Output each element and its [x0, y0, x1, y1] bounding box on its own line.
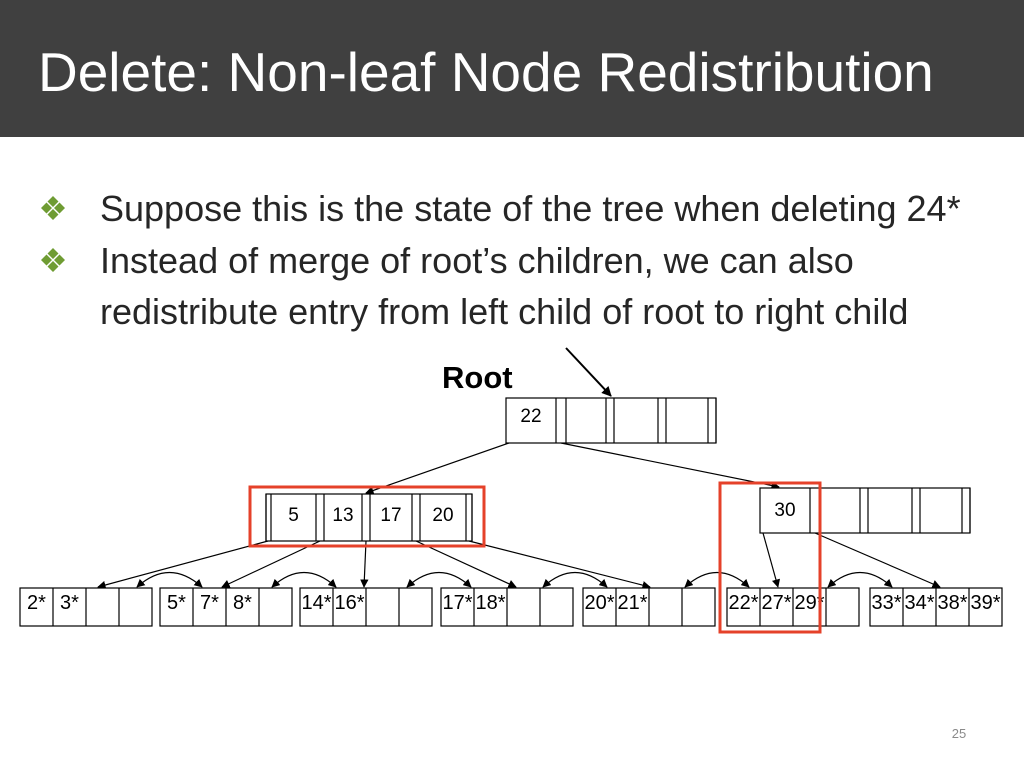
leaf-entry: 22* [728, 592, 758, 614]
leaf-entry: 27* [761, 592, 791, 614]
child-pointer [360, 540, 369, 588]
diamond-bullet-icon [41, 196, 65, 220]
child-pointer [762, 532, 781, 588]
leaf-entry: 29* [794, 592, 824, 614]
header-background [0, 0, 1024, 137]
diamond-bullet-icon [41, 248, 65, 272]
node-key: 22 [520, 406, 541, 427]
leaf-entry: 14* [301, 592, 331, 614]
left-internal-node-box [265, 493, 473, 542]
leaf-entry: 16* [334, 592, 364, 614]
sibling-pointer-arrow [684, 572, 750, 588]
page-number: 25 [952, 726, 966, 741]
sibling-pointer-arrow [827, 572, 893, 588]
leaf-entry: 18* [475, 592, 505, 614]
child-pointer [221, 540, 321, 588]
leaf-node: 17*18* [440, 587, 574, 627]
root-node-box [505, 397, 717, 444]
root-node: 22 [505, 397, 717, 444]
sibling-pointer-arrow [542, 572, 608, 588]
sibling-pointer-arrow [136, 572, 203, 588]
bullet-text-continuation: redistribute entry from left child of ro… [100, 291, 908, 332]
slide-title: Delete: Non-leaf Node Redistribution [38, 41, 934, 103]
leaf-entry: 8* [233, 592, 252, 614]
child-pointers [97, 442, 941, 590]
leaf-node: 5* 7* 8* [159, 587, 293, 627]
leaf-node: 2* 3* [19, 587, 153, 627]
child-pointer [415, 540, 517, 588]
leaf-entry: 5* [167, 592, 186, 614]
leaf-entry: 3* [60, 592, 79, 614]
leaf-entry: 33* [871, 592, 901, 614]
slide-header: Delete: Non-leaf Node Redistribution [0, 0, 1024, 137]
leaf-entry: 7* [200, 592, 219, 614]
sibling-pointer-arrow [271, 572, 337, 588]
leaf-node: 33*34*38*39* [869, 587, 1003, 627]
bullet-item: Suppose this is the state of the tree wh… [41, 188, 961, 229]
sibling-pointers [136, 572, 893, 588]
node-key: 13 [332, 505, 353, 526]
left-internal-node: 5 13 17 20 [265, 493, 473, 542]
root-to-left-child-pointer [365, 442, 510, 495]
leaf-node: 20*21* [582, 587, 716, 627]
bullet-text: Suppose this is the state of the tree wh… [100, 188, 961, 229]
highlight-left-child-box [248, 485, 486, 548]
leaf-entry: 17* [442, 592, 472, 614]
bullet-text: Instead of merge of root’s children, we … [100, 240, 854, 281]
node-key: 20 [432, 505, 453, 526]
root-label: Root [442, 360, 513, 395]
right-internal-node-box [759, 487, 971, 534]
root-to-right-child-pointer [560, 442, 780, 490]
leaf-node: 22*27*29* [726, 587, 860, 627]
sibling-pointer-arrow [406, 572, 472, 588]
leaf-entry: 38* [937, 592, 967, 614]
bullet-list: Suppose this is the state of the tree wh… [41, 188, 961, 332]
leaf-entry: 2* [27, 592, 46, 614]
leaf-node: 14*16* [299, 587, 433, 627]
leaf-entry: 34* [904, 592, 934, 614]
node-key: 17 [380, 505, 401, 526]
right-internal-node: 30 [759, 487, 971, 534]
leaf-entry: 20* [584, 592, 614, 614]
highlight-right-child-box [718, 481, 822, 634]
child-pointer [814, 532, 941, 588]
child-pointer [97, 540, 269, 590]
node-key: 5 [288, 505, 299, 526]
leaf-nodes: 2*3*5*7*8*14*16*17*18*20*21*22*27*29*33*… [19, 587, 1003, 627]
child-pointer [468, 540, 651, 590]
node-key: 30 [774, 500, 795, 521]
bullet-item: Instead of merge of root’s children, we … [41, 240, 908, 332]
leaf-entry: 39* [970, 592, 1000, 614]
root-indicator-arrow [565, 347, 612, 397]
internal-nodes: 22 5 13 17 20 30 [265, 397, 971, 542]
leaf-entry: 21* [617, 592, 647, 614]
